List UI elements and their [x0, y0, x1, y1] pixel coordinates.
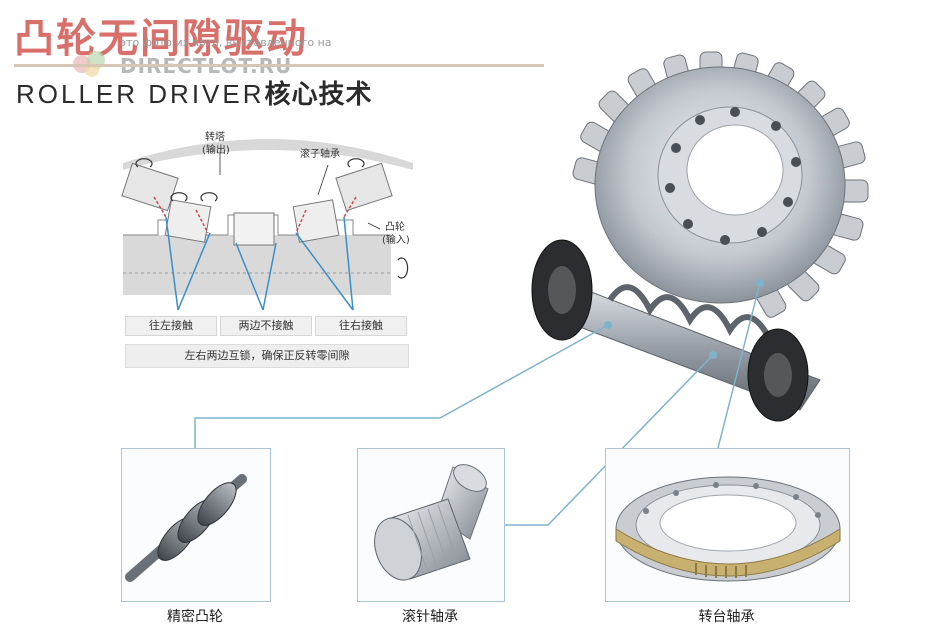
- roller-right: [335, 162, 393, 212]
- tag-left-contact: 往左接触: [125, 316, 217, 336]
- contact-lines: [153, 196, 357, 234]
- subtitle-cn: 核心技术: [264, 79, 373, 109]
- cam-sublabel: (输入): [382, 235, 410, 246]
- title-divider: [14, 64, 544, 67]
- cam-label: 凸轮: [385, 222, 405, 233]
- precision-cam-image: [125, 474, 247, 582]
- subtitle: ROLLER DRIVER核心技术: [16, 74, 373, 111]
- roller-right-inner: [292, 199, 340, 243]
- label-needle-bearing: 滚针轴承: [402, 609, 458, 625]
- turret-bore: [686, 124, 784, 216]
- tag-right-contact: 往右接触: [315, 316, 407, 336]
- roller-bearing-label: 滚子轴承: [300, 149, 340, 160]
- summary-caption: 左右两边互锁，确保正反转零间隙: [125, 344, 409, 368]
- roller-driver-assembly-image: [531, 51, 869, 422]
- roller-left-inner: [164, 199, 212, 243]
- contact-pointer-lines: [165, 216, 354, 311]
- turret-label: 转塔: [205, 132, 225, 143]
- rotation-arrows: [135, 158, 409, 279]
- turret-arc: [123, 139, 413, 170]
- tag-no-contact: 两边不接触: [220, 316, 312, 336]
- right-bearing-core: [764, 353, 792, 397]
- cam-cross-section-diagram: [121, 139, 413, 311]
- turret-bolt-holes: [665, 107, 801, 245]
- panel-precision-cam: [121, 448, 271, 602]
- panel-turntable-bearing: [605, 448, 850, 602]
- label-precision-cam: 精密凸轮: [167, 609, 223, 625]
- turntable-bearing-image: [615, 476, 841, 582]
- panel-needle-bearing: [357, 448, 505, 602]
- label-turntable-bearing: 转台轴承: [698, 609, 755, 625]
- roller-center: [233, 212, 275, 246]
- needle-bearing-image: [374, 464, 489, 581]
- turret-sublabel: (输出): [202, 145, 230, 156]
- subtitle-latin: ROLLER DRIVER: [16, 79, 265, 109]
- page-title: 凸轮无间隙驱动: [14, 16, 308, 62]
- left-bearing-core: [548, 266, 576, 314]
- label-pointers: [219, 153, 381, 230]
- watermark-caption: это фото из лота, выставленного на: [120, 36, 332, 49]
